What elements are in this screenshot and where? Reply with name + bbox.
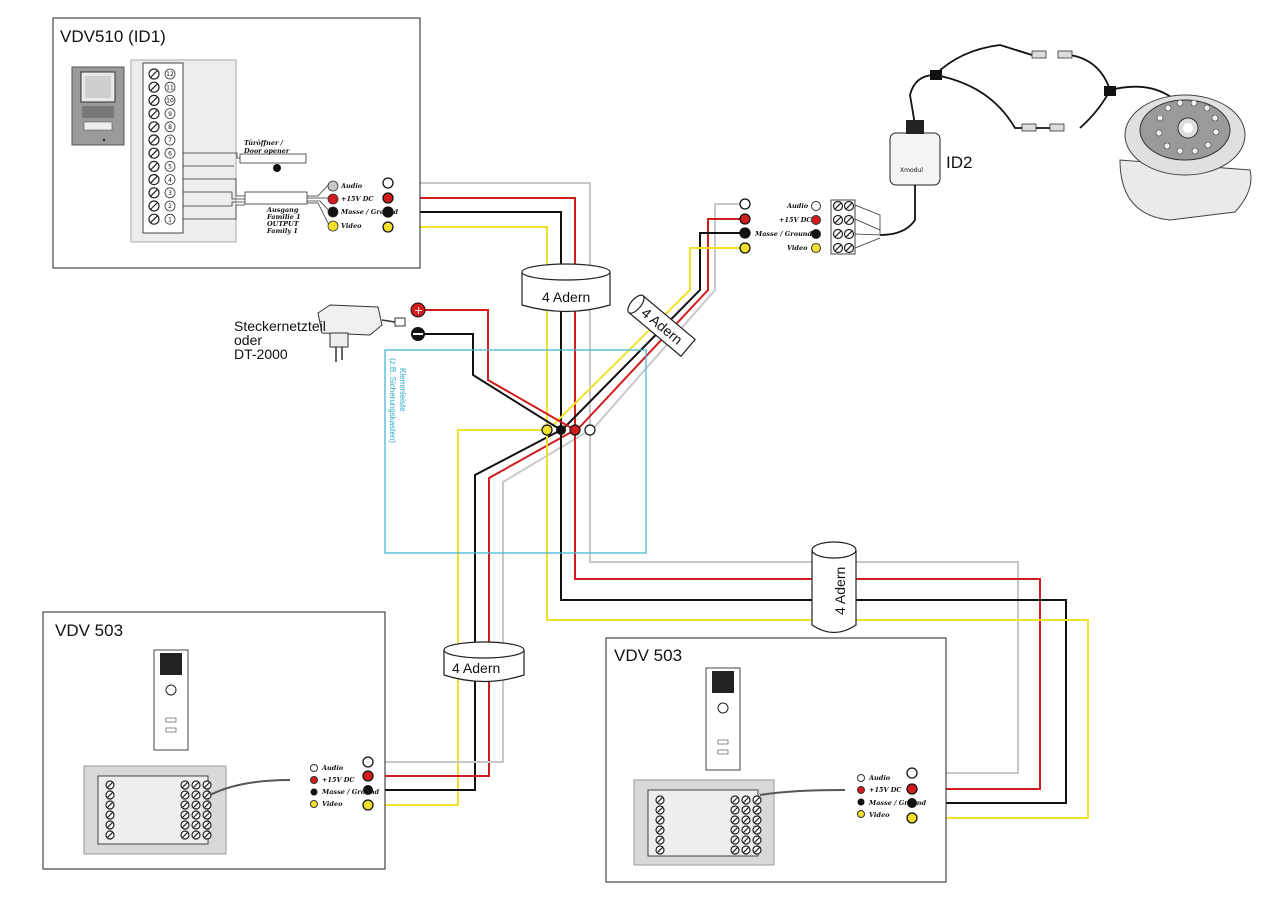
wire-video-main [388, 226, 548, 430]
terminal-number: 4 [168, 177, 172, 184]
door-opener-label: Türöffner / [244, 139, 284, 147]
junction-box: Klemmleiste (z.B. Sicherungskasten) [384, 349, 647, 554]
left-video-label: Video [322, 800, 343, 808]
wire-psu-plus [418, 309, 576, 431]
psu-label-3: DT-2000 [234, 346, 288, 362]
wire-audio-right [589, 430, 1019, 774]
main-ground-label: Masse / Ground [340, 208, 399, 216]
junction-label-2: (z.B. Sicherungskasten) [388, 358, 397, 443]
main-unit-box: VDV510 (ID1) 12 11 10 9 8 7 6 5 4 3 2 1 Türöffner /… [52, 17, 421, 269]
terminal-number: 10 [166, 98, 174, 105]
left-audio-label: Audio [321, 764, 344, 772]
output-label-en: OUTPUT [267, 220, 300, 228]
wire-ground-main [388, 211, 562, 430]
wire-ground-right [560, 430, 1067, 804]
terminal-number: 2 [168, 203, 172, 210]
cable-label-left: 4 Adern [452, 660, 500, 676]
left-terminal-plate [105, 780, 212, 840]
cable-marker-left: 4 Adern [443, 641, 525, 683]
main-audio-label: Audio [340, 182, 363, 190]
indoor-unit-right: VDV 503 Audio +15V DC Masse / Ground Vid… [605, 637, 947, 883]
wire-video-cam [547, 247, 745, 431]
indoor-left-title: VDV 503 [55, 621, 123, 640]
main-output-terminals [382, 177, 394, 233]
wires [368, 182, 1089, 819]
terminal-number: 5 [168, 164, 172, 171]
camera-terminal-block [832, 200, 855, 254]
terminal-number: 7 [168, 137, 172, 144]
door-opener: Türöffner / Door opener [183, 139, 307, 172]
right-audio-label: Audio [868, 774, 891, 782]
left-power-label: +15V DC [322, 776, 355, 784]
output-connector: Ausgang Familie 1 OUTPUT Family 1 [183, 178, 331, 235]
wire-power-cam [576, 218, 745, 431]
wire-power-main [388, 197, 576, 430]
wire-ground-cam [561, 232, 745, 431]
door-opener-label-en: Door opener [243, 147, 290, 155]
cable-label-top: 4 Adern [542, 289, 590, 305]
cable-marker-right: 4 Adern [811, 541, 857, 634]
output-label-de: Ausgang [266, 206, 299, 214]
main-terminal-strip: 12 11 10 9 8 7 6 5 4 3 2 1 [148, 68, 176, 225]
terminal-number: 8 [168, 124, 172, 131]
terminal-number: 11 [166, 84, 174, 91]
wire-audio-main [388, 182, 591, 430]
output-label-family-en: Family 1 [266, 227, 298, 235]
handset-left-icon [153, 649, 189, 751]
cable-label-right: 4 Adern [832, 567, 848, 615]
camera-output-terminals [739, 198, 751, 254]
terminal-number: 3 [168, 190, 172, 197]
module-label: Xmodul [900, 167, 923, 174]
camera-id-label: ID2 [946, 153, 972, 172]
wire-video-left [368, 429, 547, 806]
indoor-unit-left: VDV 503 Audio +15V DC Masse / Ground Vid… [42, 611, 386, 870]
wire-power-left [368, 429, 576, 777]
main-unit-title: VDV510 (ID1) [60, 27, 166, 46]
wire-audio-left [368, 429, 591, 763]
indoor-right-title: VDV 503 [614, 646, 682, 665]
wire-power-right [574, 430, 1041, 790]
cable-marker-top: 4 Adern [521, 263, 611, 313]
right-ground-label: Masse / Ground [868, 799, 927, 807]
psu-label-2: oder [234, 332, 262, 348]
wire-psu-minus [418, 333, 562, 431]
svg-text:+: + [414, 304, 423, 317]
right-video-label: Video [869, 811, 890, 819]
terminal-number: 12 [166, 71, 174, 78]
cam-audio-label: Audio [786, 202, 809, 210]
psu-label-1: Steckernetzteil [234, 318, 326, 334]
terminal-number: 9 [168, 111, 172, 118]
terminal-number: 6 [168, 150, 172, 157]
output-label-family-de: Familie 1 [266, 213, 301, 221]
terminal-number: 1 [168, 216, 172, 223]
cam-power-label: +15V DC [779, 216, 812, 224]
wire-video-right [546, 430, 1089, 819]
main-signal-legend: Audio +15V DC Masse / Ground Video [327, 180, 399, 232]
outdoor-station-icon [71, 66, 125, 146]
wire-ground-left [368, 429, 562, 791]
power-supply: Steckernetzteil oder DT-2000 + [234, 302, 426, 362]
main-video-label: Video [341, 222, 362, 230]
camera-assembly: Xmodul ID2 A [739, 44, 1252, 255]
handset-right-icon [705, 667, 741, 771]
dome-camera-icon [1119, 94, 1252, 221]
cam-ground-label: Masse / Ground [754, 230, 813, 238]
right-power-label: +15V DC [869, 786, 902, 794]
left-ground-label: Masse / Ground [321, 788, 380, 796]
main-power-label: +15V DC [341, 195, 374, 203]
right-terminal-plate [655, 795, 762, 855]
camera-signal-legend: Audio +15V DC Masse / Ground Video [754, 201, 821, 253]
junction-label-1: Klemmleiste [398, 368, 407, 412]
cam-video-label: Video [787, 244, 808, 252]
